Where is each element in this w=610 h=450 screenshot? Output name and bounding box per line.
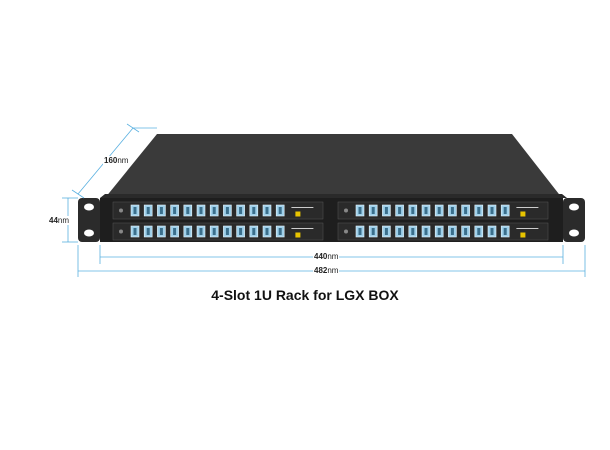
- port-ferrule: [133, 228, 137, 235]
- port-ferrule: [225, 228, 229, 235]
- diagram-title: 4-Slot 1U Rack for LGX BOX: [211, 287, 399, 303]
- port-ferrule: [146, 207, 150, 214]
- port-ferrule: [464, 207, 468, 214]
- lgx-slot: [112, 222, 324, 241]
- port-ferrule: [199, 207, 203, 214]
- lgx-slot: [337, 222, 549, 241]
- port-ferrule: [146, 228, 150, 235]
- rack-ear-left: [78, 198, 100, 242]
- slot-screw: [344, 229, 348, 234]
- slot-label: [520, 211, 526, 217]
- port-ferrule: [252, 228, 256, 235]
- port-ferrule: [173, 228, 177, 235]
- inner-width-label: 440nm: [313, 252, 340, 261]
- port-ferrule: [239, 228, 243, 235]
- port-ferrule: [411, 228, 415, 235]
- port-ferrule: [464, 228, 468, 235]
- port-ferrule: [212, 207, 216, 214]
- port-ferrule: [398, 228, 402, 235]
- port-ferrule: [186, 207, 190, 214]
- port-ferrule: [252, 207, 256, 214]
- port-ferrule: [503, 228, 507, 235]
- slot-label: [295, 211, 301, 217]
- port-ferrule: [371, 207, 375, 214]
- port-ferrule: [384, 207, 388, 214]
- port-ferrule: [490, 207, 494, 214]
- chassis-top-edge: [100, 194, 567, 198]
- port-ferrule: [450, 207, 454, 214]
- port-ferrule: [199, 228, 203, 235]
- lgx-slot: [112, 201, 324, 220]
- port-ferrule: [159, 207, 163, 214]
- port-ferrule: [358, 228, 362, 235]
- port-ferrule: [398, 207, 402, 214]
- port-ferrule: [384, 228, 388, 235]
- depth-label: 160nm: [103, 156, 130, 165]
- slot-screw: [119, 208, 123, 213]
- port-ferrule: [225, 207, 229, 214]
- port-ferrule: [212, 228, 216, 235]
- port-ferrule: [278, 228, 282, 235]
- port-ferrule: [424, 228, 428, 235]
- port-ferrule: [159, 228, 163, 235]
- port-ferrule: [450, 228, 454, 235]
- chassis-top: [105, 134, 562, 198]
- port-ferrule: [265, 228, 269, 235]
- port-ferrule: [265, 207, 269, 214]
- port-ferrule: [490, 228, 494, 235]
- slot-label: [295, 232, 301, 238]
- port-ferrule: [477, 207, 481, 214]
- port-ferrule: [477, 228, 481, 235]
- port-ferrule: [358, 207, 362, 214]
- slot-screw: [344, 208, 348, 213]
- slot-screw: [119, 229, 123, 234]
- port-ferrule: [186, 228, 190, 235]
- port-ferrule: [173, 207, 177, 214]
- lgx-slots: [112, 201, 549, 241]
- port-ferrule: [437, 207, 441, 214]
- slot-label: [520, 232, 526, 238]
- port-ferrule: [411, 207, 415, 214]
- port-ferrule: [371, 228, 375, 235]
- port-ferrule: [278, 207, 282, 214]
- port-ferrule: [133, 207, 137, 214]
- port-ferrule: [437, 228, 441, 235]
- port-ferrule: [424, 207, 428, 214]
- rack-ear-right: [563, 198, 585, 242]
- outer-width-label: 482nm: [313, 266, 340, 275]
- height-label: 44nm: [48, 216, 71, 225]
- lgx-slot: [337, 201, 549, 220]
- port-ferrule: [503, 207, 507, 214]
- port-ferrule: [239, 207, 243, 214]
